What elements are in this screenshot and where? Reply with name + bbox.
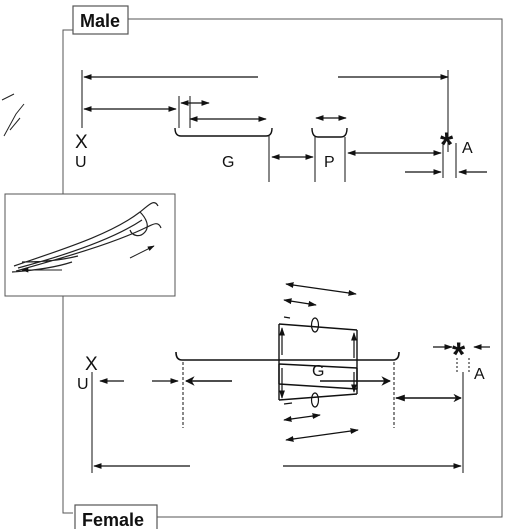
inset-arrow-up [129, 245, 155, 259]
male-panel: Male X U G P * A [72, 5, 487, 182]
male-u-label: U [75, 154, 87, 171]
female-upper-arrow-1 [285, 282, 357, 296]
female-upper-arrow-3 [283, 316, 291, 319]
left-edge-sketch-fragment [1, 93, 25, 137]
male-asterisk-symbol: * [440, 126, 454, 164]
female-lower-arrow-1 [283, 413, 321, 422]
male-tag-label: Male [80, 11, 120, 31]
inset-sketch [1, 93, 176, 297]
female-tag-label: Female [82, 510, 144, 529]
male-g-label: G [222, 154, 234, 171]
male-u-cross-symbol: X [75, 132, 88, 153]
female-upper-arrow-2 [283, 298, 317, 307]
male-a-label: A [462, 140, 473, 157]
female-u-cross-symbol: X [85, 354, 98, 375]
female-lower-arrow-2 [285, 428, 359, 442]
side-view-sketch-icon [11, 202, 162, 273]
female-u-label: U [77, 376, 89, 393]
female-g-label: G [312, 363, 324, 380]
female-panel: G X U * A Female [74, 282, 490, 529]
female-a-label: A [474, 366, 485, 383]
female-tag-box [74, 504, 158, 529]
male-g-bracket [174, 127, 273, 137]
male-p-label: P [324, 154, 335, 171]
female-asterisk-symbol: * [452, 336, 466, 374]
male-tag-box [72, 5, 129, 35]
male-p-bracket [311, 127, 348, 138]
female-g-bracket [175, 351, 400, 361]
female-upper-node [310, 317, 320, 333]
female-lower-node [310, 392, 320, 408]
female-lower-tick [283, 402, 293, 405]
